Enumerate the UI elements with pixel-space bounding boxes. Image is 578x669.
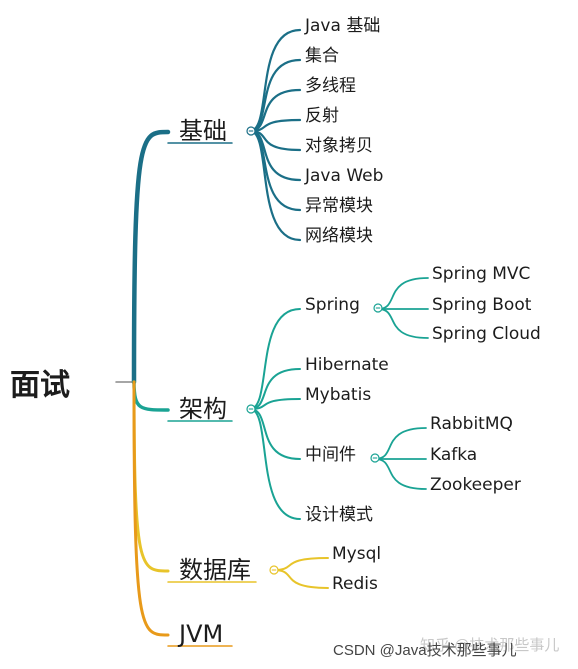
link-shujuku-1 [273,569,329,589]
topic-zookeeper: Zookeeper [430,475,521,495]
link-spring-0 [377,277,429,310]
branch-jvm: JVM [179,620,224,648]
topic-java-basics: Java 基础 [305,16,381,36]
link-middleware-2 [374,458,427,490]
link-middleware-0 [374,427,427,460]
root-node: 面试 [10,368,70,403]
branch-jiagou: 架构 [179,395,227,423]
topic-exceptions: 异常模块 [305,196,373,216]
link-jichu-7 [248,129,302,242]
topic-collections: 集合 [305,46,339,66]
topic-reflection: 反射 [305,106,339,126]
topic-object-copy: 对象拷贝 [305,136,373,156]
topic-networking: 网络模块 [305,226,373,246]
topic-mysql: Mysql [332,544,382,564]
topic-spring-boot: Spring Boot [432,295,532,315]
topic-spring-cloud: Spring Cloud [432,324,541,344]
topic-multithreading: 多线程 [305,76,356,96]
link-jiagou-3 [249,408,301,460]
topic-kafka: Kafka [430,445,478,465]
topic-middleware: 中间件 [305,445,356,465]
topic-design-patterns: 设计模式 [305,505,373,525]
trunk-to-branch-3 [132,380,170,637]
link-jichu-1 [248,58,302,133]
link-jiagou-0 [249,308,301,410]
topic-rabbitmq: RabbitMQ [430,414,513,434]
topic-redis: Redis [332,574,378,594]
topic-spring: Spring [305,295,360,315]
link-spring-2 [377,308,429,339]
topic-hibernate: Hibernate [305,355,389,375]
branch-jichu: 基础 [179,117,227,145]
topic-mybatis: Mybatis [305,385,372,405]
topic-java-web: Java Web [305,166,384,186]
link-jiagou-4 [249,408,301,520]
branch-shujuku: 数据库 [179,556,251,584]
link-jiagou-2 [249,398,301,410]
link-jichu-0 [248,28,302,133]
trunk-to-branch-0 [131,129,171,385]
link-shujuku-0 [273,557,329,571]
watermark-ghost: 知乎 @技术那些事儿 [420,637,560,654]
link-jiagou-1 [249,368,301,410]
trunk-to-branch-1 [132,380,170,412]
watermark-main: CSDN @Java技术那些事儿 [333,642,517,659]
topic-spring-mvc: Spring MVC [432,264,531,284]
